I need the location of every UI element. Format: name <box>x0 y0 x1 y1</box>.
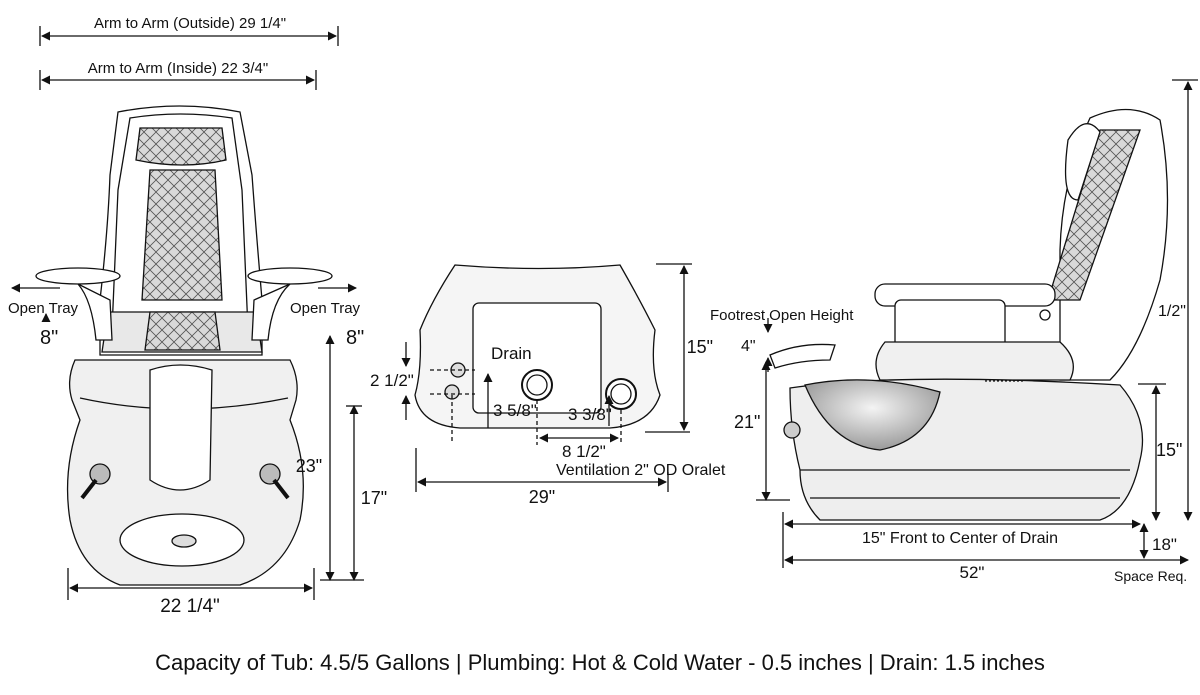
base-width-label: 22 1/4" <box>160 596 220 617</box>
left-open-tray <box>35 267 121 285</box>
tray-right-height-label: 8" <box>346 327 364 349</box>
back-height-15-label: 15" <box>687 337 713 357</box>
spacing-8-5-label: 8 1/2" <box>562 442 606 461</box>
open-tray-left-label: Open Tray <box>8 300 79 317</box>
height-17-label: 17" <box>361 488 387 508</box>
seat-pad <box>144 311 221 351</box>
side-bowl <box>804 379 941 451</box>
ventilation-label: Ventilation 2" OD Oralet <box>556 462 726 479</box>
length-52-label: 52" <box>960 563 985 582</box>
spec-footer: Capacity of Tub: 4.5/5 Gallons | Plumbin… <box>155 650 1045 675</box>
front-to-drain-label: 15" Front to Center of Drain <box>862 530 1058 547</box>
left-faucet-handle <box>80 478 98 500</box>
drain-pipe-inner <box>526 374 548 396</box>
offset-3-5-8-label: 3 5/8" <box>493 401 537 420</box>
open-tray-right-label: Open Tray <box>290 300 361 317</box>
overall-height-label: 1/2" <box>1158 303 1186 320</box>
back-view <box>401 263 692 492</box>
right-knob-icon <box>259 463 281 485</box>
footrest-4-label: 4" <box>741 338 756 355</box>
right-open-tray <box>247 267 333 285</box>
left-arm <box>77 283 113 341</box>
tray-left-height-label: 8" <box>40 327 58 349</box>
space-req-label: Space Req. <box>1114 568 1187 584</box>
offset-3-3-8-label: 3 3/8" <box>568 405 612 424</box>
width-29-label: 29" <box>529 487 555 507</box>
headrest-pad <box>135 127 227 166</box>
vent-pipe-inner <box>610 383 632 405</box>
tub-height-15-label: 15" <box>1156 440 1182 460</box>
front-view <box>11 26 364 600</box>
footrest-front <box>149 364 213 491</box>
back-panel <box>472 302 602 414</box>
left-knob-icon <box>89 463 111 485</box>
height-21-label: 21" <box>734 412 760 432</box>
clearance-18-label: 18" <box>1152 535 1177 554</box>
drain-label: Drain <box>491 344 532 363</box>
arm-inside-label: Arm to Arm (Inside) 22 3/4" <box>88 60 268 77</box>
backrest-pad <box>141 169 223 301</box>
drain-cap <box>171 534 197 548</box>
side-view <box>756 79 1198 568</box>
side-footrest <box>769 343 836 369</box>
side-seat <box>875 341 1074 381</box>
side-headrest <box>1064 123 1101 201</box>
offset-2-5-label: 2 1/2" <box>370 371 414 390</box>
arm-outside-label: Arm to Arm (Outside) 29 1/4" <box>94 15 286 32</box>
height-23-label: 23" <box>296 456 322 476</box>
side-knob-icon <box>783 421 801 439</box>
footrest-open-height-label: Footrest Open Height <box>710 307 854 324</box>
right-faucet-handle <box>272 478 290 500</box>
right-arm <box>251 283 291 341</box>
side-backrest-pad <box>1047 129 1141 301</box>
side-control-icon <box>1039 309 1051 321</box>
